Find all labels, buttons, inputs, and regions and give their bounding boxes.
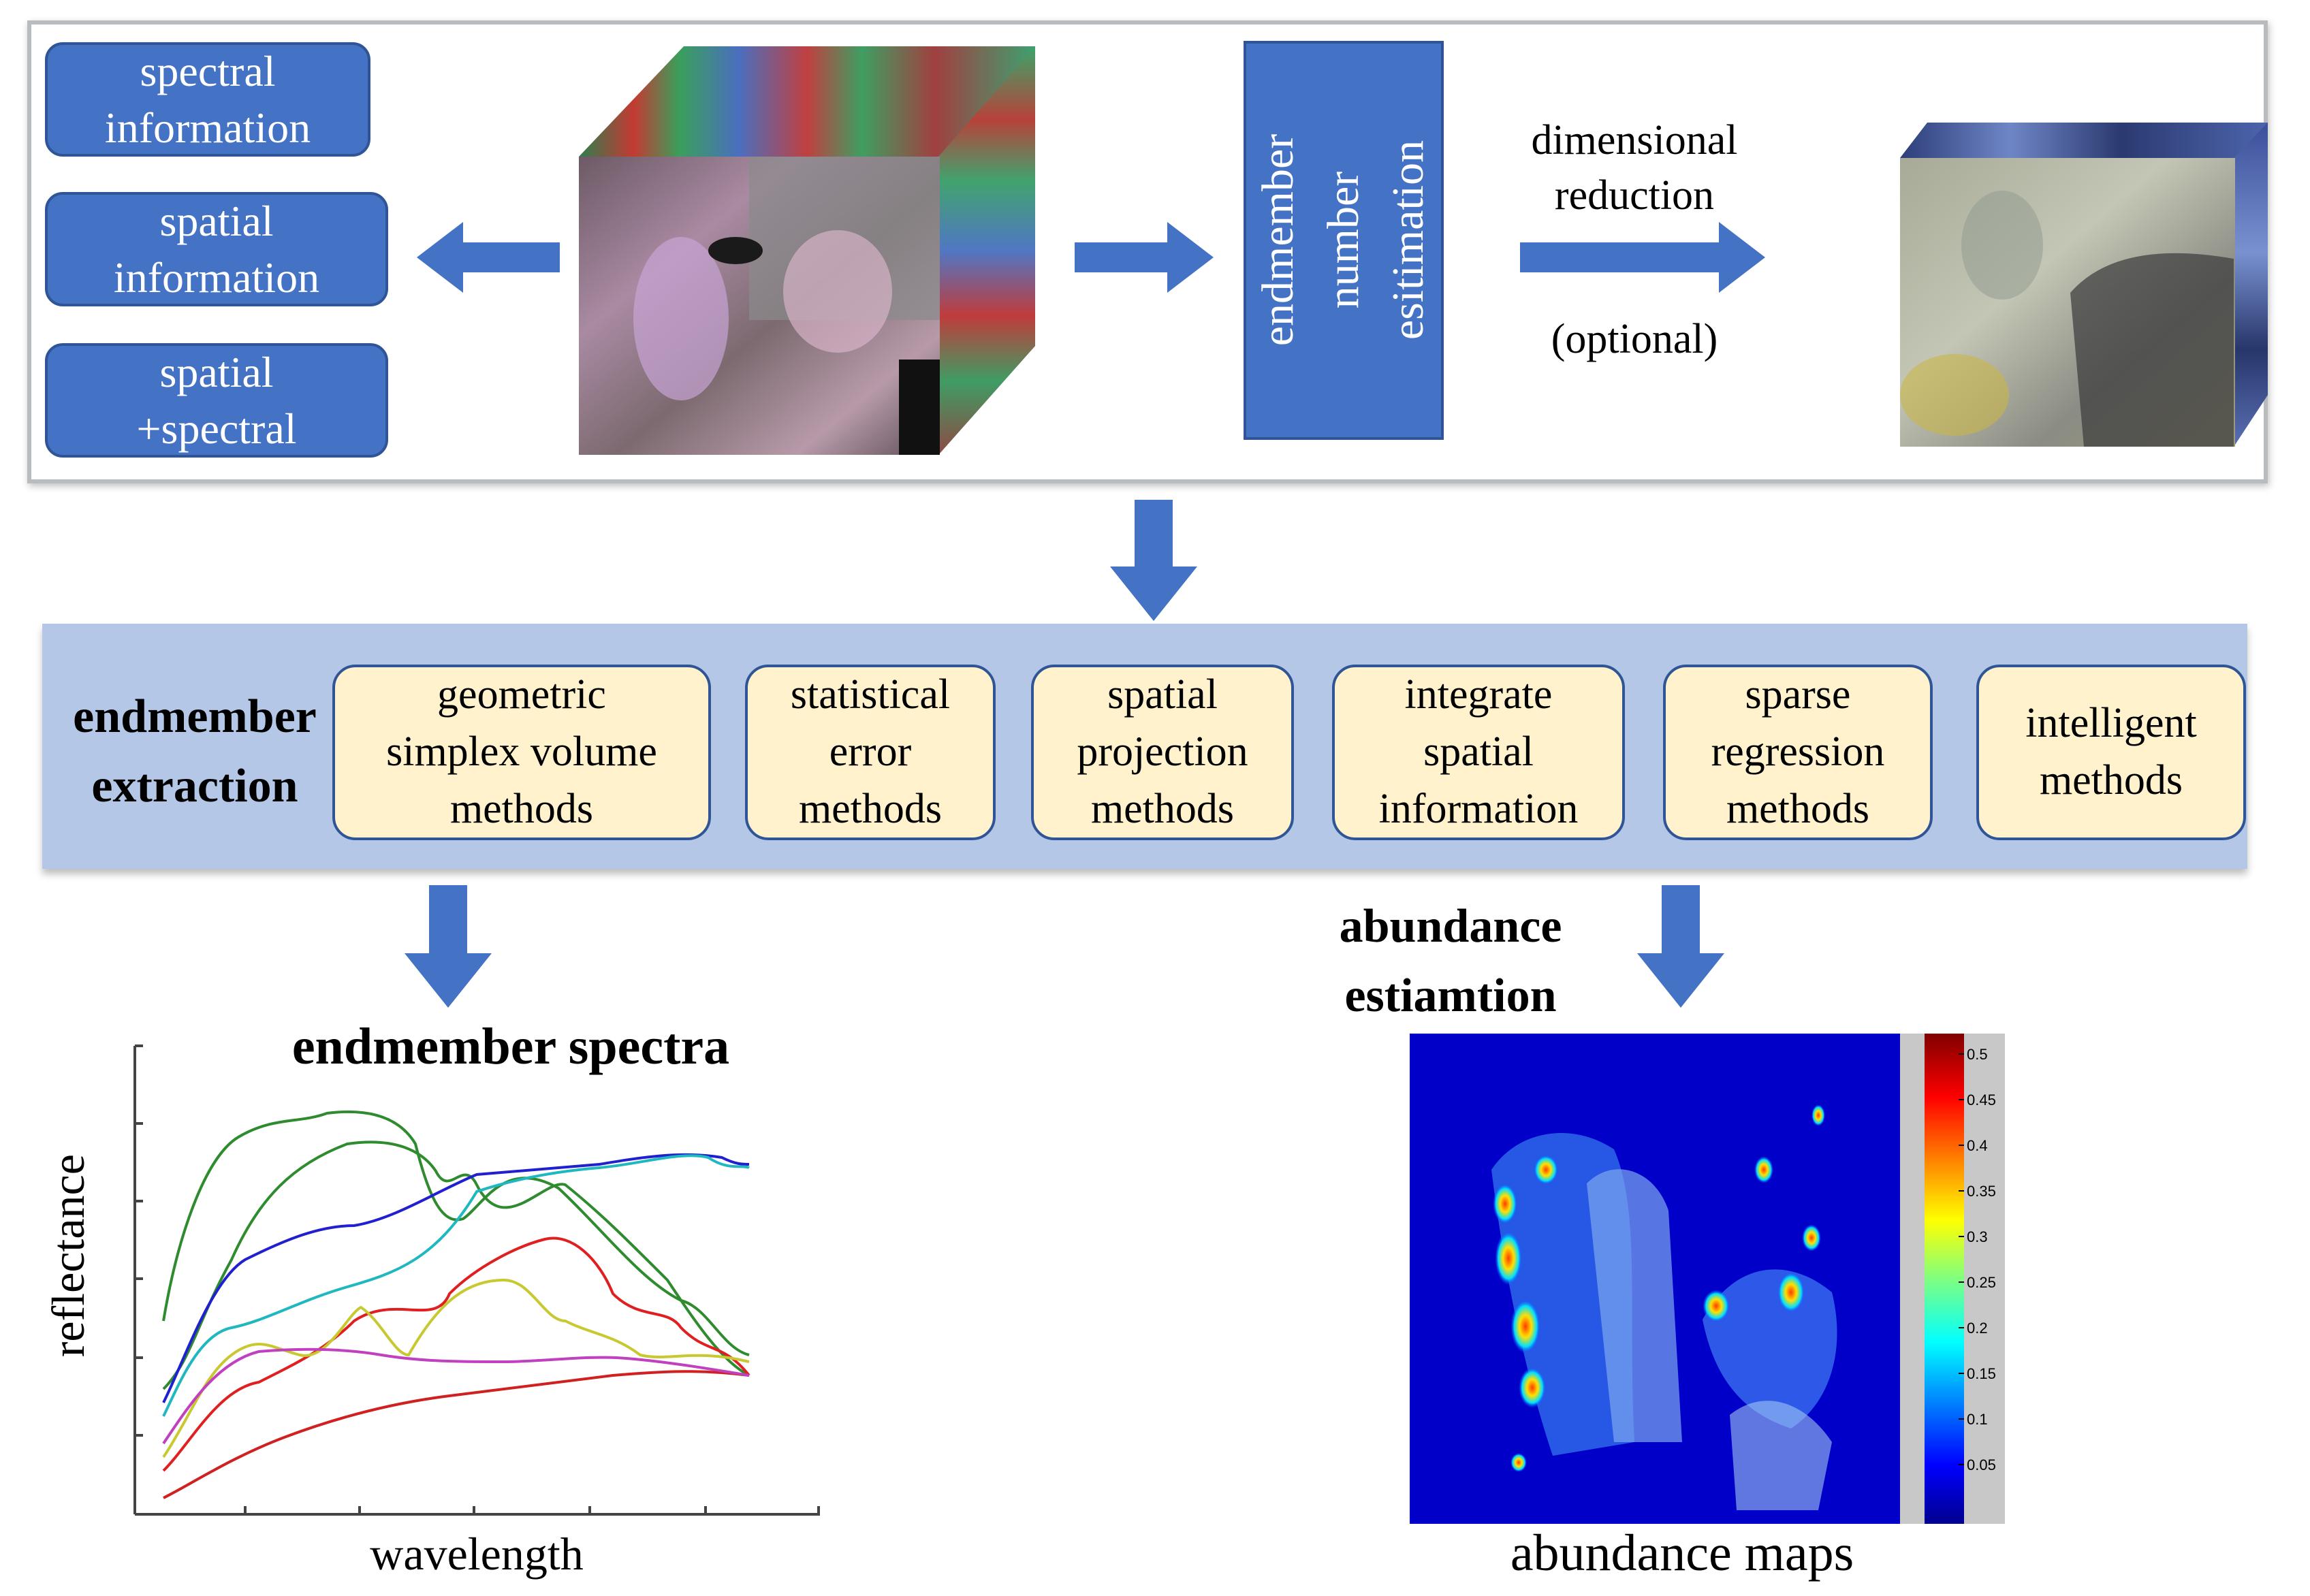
method-geometric: geometric simplex volume methods (332, 665, 711, 840)
colorbar-tick-label: 0.1 (1967, 1411, 1988, 1428)
box-line: esitimation (1383, 140, 1434, 340)
down-arrow (1637, 885, 1724, 1008)
colorbar-tick-label: 0.35 (1967, 1183, 1996, 1200)
method-line: information (1378, 785, 1579, 832)
method-line: sparse (1745, 671, 1851, 718)
method-line: geometric (437, 671, 606, 718)
colorbar-tick-label: 0.4 (1967, 1137, 1988, 1154)
hyperspectral-cube-image (579, 46, 1035, 455)
box-line: endmember (1253, 134, 1303, 347)
title-line: abundance (1339, 900, 1562, 953)
box-line: information (113, 253, 320, 302)
box-line: spatial (159, 196, 274, 245)
spectra-plot (133, 1044, 820, 1516)
method-integrate-spatial: integrate spatial information (1332, 665, 1625, 840)
method-line: methods (798, 785, 943, 832)
optional-label: (optional) (1551, 316, 1718, 362)
method-line: spatial (1423, 729, 1534, 776)
box-line: +spectral (136, 404, 297, 453)
label-line: dimensional (1531, 117, 1738, 163)
colorbar-tick-label: 0.2 (1967, 1320, 1988, 1337)
right-arrow (1075, 222, 1214, 293)
colorbar-tick-label: 0.5 (1967, 1046, 1988, 1063)
box-line: spatial (159, 347, 274, 396)
down-arrow (405, 885, 492, 1008)
method-line: regression (1711, 729, 1885, 776)
y-axis-label: reflectance (42, 1154, 94, 1358)
endmember-spectra-title: endmember spectra (291, 1018, 730, 1075)
method-intelligent: intelligent methods (1976, 665, 2246, 840)
method-sparse-regression: sparse regression methods (1663, 665, 1933, 840)
abundance-estimation-title: abundance estiamtion (1294, 892, 1607, 1030)
colorbar-tick-label: 0.25 (1967, 1274, 1996, 1291)
x-axis-label: wavelength (370, 1528, 584, 1580)
colorbar-ticks: 0.5 0.45 0.4 0.35 0.3 0.25 0.2 0.15 0.1 0.05 (1959, 1046, 1996, 1473)
spatial-spectral-box: spatial +spectral (45, 343, 388, 458)
method-line: simplex volume (386, 729, 657, 776)
label-line: extraction (91, 759, 298, 812)
colorbar-tick-label: 0.15 (1967, 1365, 1996, 1382)
abundance-maps-caption: abundance maps (1510, 1525, 1854, 1582)
label-line: reduction (1554, 172, 1715, 219)
method-line: methods (449, 785, 594, 832)
endmember-extraction-label: endmember extraction (52, 682, 338, 820)
method-statistical: statistical error methods (745, 665, 996, 840)
colorbar-tick-label: 0.05 (1967, 1456, 1996, 1473)
left-arrow (417, 222, 560, 293)
spatial-information-box: spatial information (45, 192, 388, 306)
dimensional-reduction-label: dimensional reduction (1478, 113, 1791, 223)
endmember-number-estimation-box: endmember number esitimation (1244, 41, 1444, 440)
vertical-text: endmember number esitimation (1246, 134, 1441, 347)
colorbar-tick-label: 0.45 (1967, 1091, 1996, 1108)
method-spatial-projection: spatial projection methods (1031, 665, 1294, 840)
method-line: integrate (1404, 671, 1553, 718)
method-line: methods (1090, 785, 1235, 832)
method-line: statistical (790, 671, 951, 718)
spectral-information-box: spectral information (45, 42, 370, 157)
method-line: projection (1077, 729, 1248, 776)
reduced-cube-image (1900, 123, 2268, 447)
method-line: intelligent (2025, 700, 2197, 747)
label-line: endmember (73, 690, 317, 743)
method-line: methods (1726, 785, 1870, 832)
method-line: methods (2039, 757, 2183, 803)
colorbar-tick-label: 0.3 (1967, 1228, 1988, 1245)
method-line: spatial (1107, 671, 1218, 718)
method-line: error (829, 729, 912, 776)
box-line: spectral (140, 46, 276, 95)
box-line: number (1318, 172, 1369, 309)
down-arrow (1110, 500, 1197, 621)
right-arrow (1520, 222, 1765, 293)
box-line: information (104, 103, 311, 152)
title-line: estiamtion (1344, 969, 1557, 1022)
abundance-map-figure: 0.5 0.45 0.4 0.35 0.3 0.25 0.2 0.15 0.1 0.05 (1410, 1034, 2005, 1524)
